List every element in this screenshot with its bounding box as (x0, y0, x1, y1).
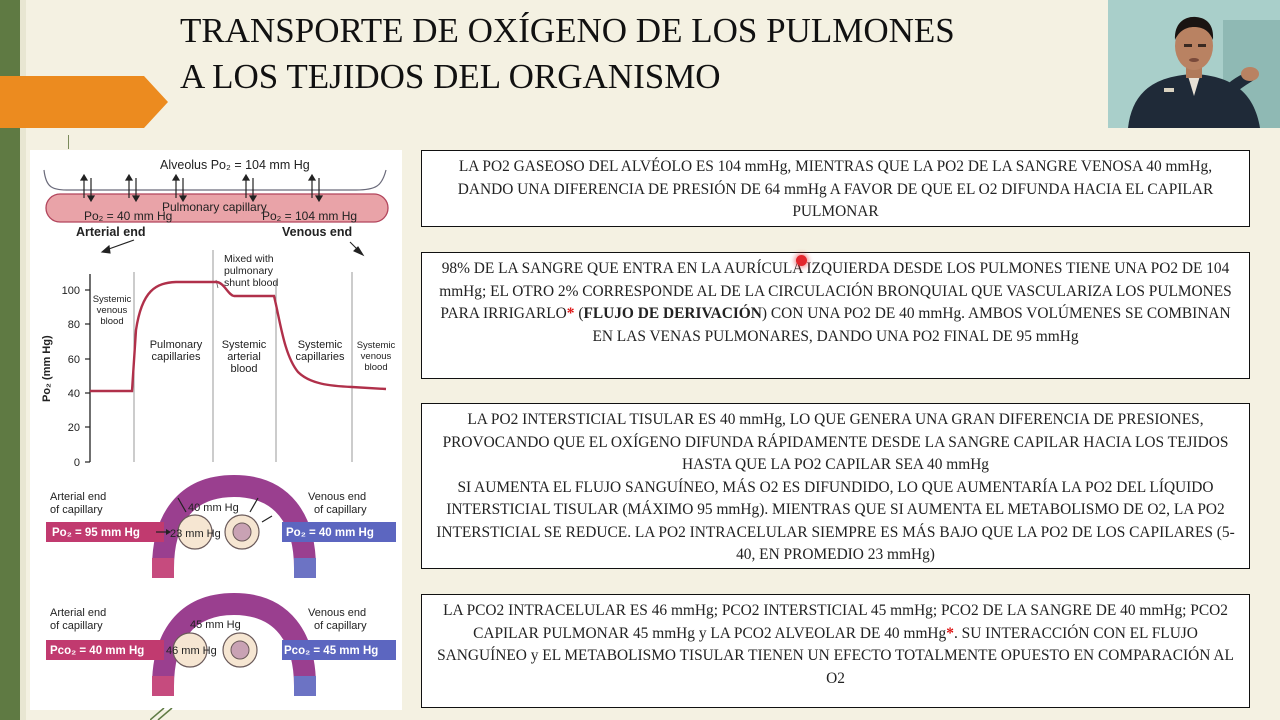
svg-text:capillaries: capillaries (296, 351, 345, 363)
title-arrow-tab (0, 76, 168, 128)
laser-pointer-dot (796, 255, 807, 266)
svg-text:Venous end: Venous end (308, 491, 366, 503)
mixed-label-2: pulmonary (224, 265, 274, 277)
pulmonary-capillary-label: Pulmonary capillary (162, 200, 267, 214)
svg-text:of capillary: of capillary (50, 620, 103, 632)
co2-left-value-bg (46, 640, 164, 660)
box1-text: LA PO2 GASEOSO DEL ALVÉOLO ES 104 mmHg, … (457, 158, 1214, 220)
svg-text:0: 0 (74, 457, 80, 469)
svg-text:Arterial end: Arterial end (50, 607, 106, 619)
svg-text:45 mm Hg: 45 mm Hg (190, 619, 241, 631)
text-box-shunt-flow: 98% DE LA SANGRE QUE ENTRA EN LA AURÍCUL… (421, 252, 1250, 379)
capillary-right-po2: Po₂ = 104 mm Hg (262, 209, 357, 223)
svg-text:Venous end: Venous end (308, 607, 366, 619)
svg-text:of capillary: of capillary (314, 504, 367, 516)
svg-text:capillaries: capillaries (152, 351, 201, 363)
text-box-interstitial-po2: LA PO2 INTERSTICIAL TISULAR ES 40 mmHg, … (421, 403, 1250, 569)
slide-title: TRANSPORTE DE OXÍGENO DE LOS PULMONES A … (180, 8, 1080, 100)
venous-end-label: Venous end (282, 225, 352, 239)
capillary-left-po2: Po₂ = 40 mm Hg (84, 209, 172, 223)
co2-left-value: Pco₂ = 40 mm Hg (50, 645, 144, 657)
box4-asterisk: * (946, 624, 954, 642)
o2-left-value: Po₂ = 95 mm Hg (52, 527, 140, 539)
y-axis-label: Po₂ (mm Hg) (41, 335, 53, 402)
svg-text:40: 40 (68, 388, 80, 400)
co2-right-value-bg (282, 640, 396, 660)
oxygen-transport-figure: Alveolus Po₂ = 104 mm Hg Pulmonary capil… (30, 150, 402, 710)
text-box-alveolar-po2: LA PO2 GASEOSO DEL ALVÉOLO ES 104 mmHg, … (421, 150, 1250, 227)
arterial-end-label: Arterial end (76, 225, 145, 239)
slide-title-line-1: TRANSPORTE DE OXÍGENO DE LOS PULMONES (180, 11, 955, 50)
svg-text:blood: blood (100, 316, 123, 327)
text-box-pco2: LA PCO2 INTRACELULAR ES 46 mmHg; PCO2 IN… (421, 594, 1250, 708)
svg-text:Pulmonary: Pulmonary (150, 339, 203, 351)
svg-text:arterial: arterial (227, 351, 261, 363)
diffusion-arrows (79, 173, 324, 203)
svg-text:of capillary: of capillary (50, 504, 103, 516)
svg-text:100: 100 (62, 285, 80, 297)
svg-text:80: 80 (68, 319, 80, 331)
svg-text:46 mm Hg: 46 mm Hg (166, 645, 217, 657)
pulmonary-capillary-shape (45, 193, 389, 223)
box4-text: LA PCO2 INTRACELULAR ES 46 mmHg; PCO2 IN… (437, 602, 1234, 687)
decor-tick (68, 135, 69, 149)
svg-text:60: 60 (68, 354, 80, 366)
alveolus-outline (43, 169, 387, 191)
o2-right-value: Po₂ = 40 mm Hg (286, 527, 374, 539)
po2-curve (90, 280, 387, 393)
box3-paragraph-1: LA PO2 INTERSTICIAL TISULAR ES 40 mmHg, … (442, 411, 1229, 473)
alveolus-po2-label: Alveolus Po₂ = 104 mm Hg (160, 158, 310, 172)
svg-text:blood: blood (231, 363, 258, 375)
o2-panel: Po₂ = 95 mm Hg Po₂ = 40 mm Hg Arterial e… (46, 474, 396, 578)
svg-text:23 mm Hg: 23 mm Hg (170, 528, 221, 540)
svg-text:Arterial end: Arterial end (50, 491, 106, 503)
slide-title-line-2: A LOS TEJIDOS DEL ORGANISMO (180, 57, 721, 96)
webcam-presenter-video (1108, 0, 1280, 128)
box3-paragraph-2: SI AUMENTA EL FLUJO SANGUÍNEO, MÁS O2 ES… (436, 478, 1235, 564)
mixed-label-1: Mixed with (224, 253, 274, 265)
y-ticks: 100 80 60 40 20 0 (62, 285, 80, 469)
svg-text:Systemic: Systemic (222, 339, 267, 351)
svg-text:20: 20 (68, 422, 80, 434)
svg-text:venous: venous (97, 305, 128, 316)
box2-asterisk: * (566, 305, 575, 322)
svg-text:of capillary: of capillary (314, 620, 367, 632)
box2-bold-term: FLUJO DE DERIVACIÓN (583, 305, 762, 322)
svg-text:Systemic: Systemic (357, 340, 396, 351)
o2-left-value-bg (46, 522, 164, 542)
svg-text:venous: venous (361, 351, 392, 362)
presenter-image (1108, 0, 1280, 128)
mixed-label-3: shunt blood (224, 277, 278, 289)
box2-text: 98% DE LA SANGRE QUE ENTRA EN LA AURÍCUL… (439, 260, 1232, 345)
svg-text:40 mm Hg: 40 mm Hg (188, 502, 239, 514)
co2-right-value: Pco₂ = 45 mm Hg (284, 645, 378, 657)
svg-text:blood: blood (364, 362, 387, 373)
bottom-decor-lines (150, 708, 173, 720)
svg-text:Systemic: Systemic (93, 294, 132, 305)
svg-text:Systemic: Systemic (298, 339, 343, 351)
left-decor-strip-light (20, 0, 26, 720)
left-decor-strip (0, 0, 20, 720)
co2-panel: Pco₂ = 40 mm Hg Pco₂ = 45 mm Hg Arterial… (46, 592, 396, 696)
o2-right-value-bg (282, 522, 396, 542)
